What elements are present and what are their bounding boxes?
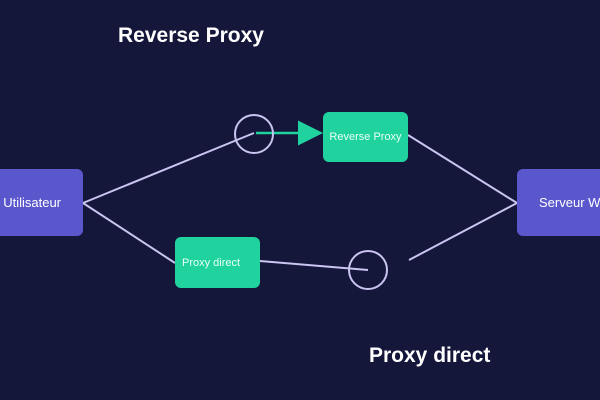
line-reverse-proxy-to-server bbox=[407, 134, 518, 204]
node-web-server-label: Serveur Web bbox=[539, 195, 600, 210]
node-user: Utilisateur bbox=[0, 169, 83, 236]
junction-circle-bottom bbox=[348, 250, 388, 290]
title-reverse-proxy: Reverse Proxy bbox=[118, 24, 264, 47]
line-bottom-to-server bbox=[408, 202, 518, 261]
title-proxy-direct: Proxy direct bbox=[369, 344, 491, 367]
junction-circle-top bbox=[234, 114, 274, 154]
line-user-to-top-junction bbox=[82, 132, 255, 204]
node-reverse-proxy-label: Reverse Proxy bbox=[329, 131, 402, 143]
node-user-label: Utilisateur bbox=[3, 195, 61, 210]
line-proxy-direct-to-junction bbox=[259, 260, 369, 271]
node-proxy-direct-label: Proxy direct bbox=[182, 256, 241, 269]
node-reverse-proxy: Reverse Proxy bbox=[323, 112, 408, 162]
node-proxy-direct: Proxy direct bbox=[175, 237, 260, 288]
node-web-server: Serveur Web bbox=[517, 169, 600, 236]
line-user-to-proxy-direct bbox=[82, 202, 176, 264]
